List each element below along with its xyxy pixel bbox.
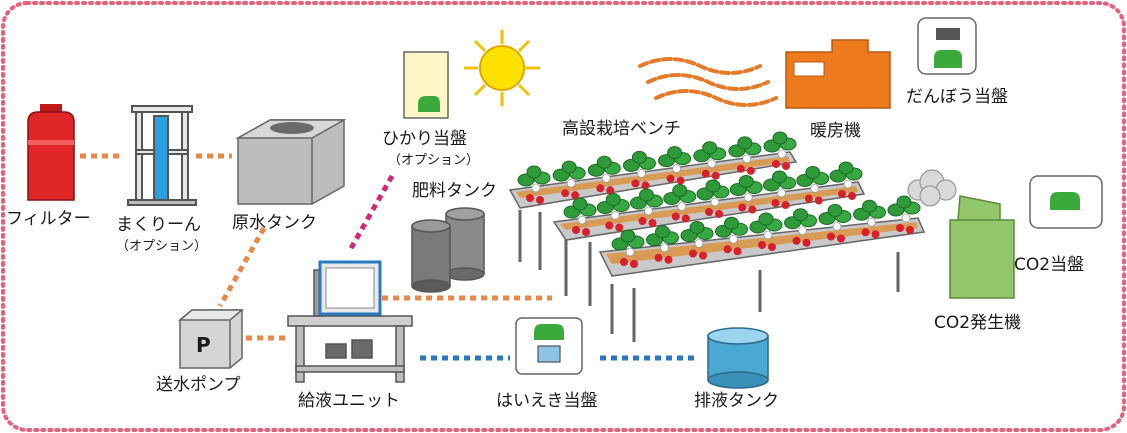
- raw-tank-icon: [235, 119, 347, 205]
- strawberry-plant: [853, 199, 886, 239]
- sun-icon: [464, 30, 540, 106]
- bench-rear: [508, 151, 798, 270]
- drain-panel-icon: [515, 317, 583, 375]
- heater-panel-icon: [917, 17, 977, 75]
- strawberry-plant: [517, 165, 551, 204]
- strawberry-plant: [715, 216, 748, 256]
- co2-generator-label: CO2発生機: [934, 313, 1021, 333]
- fertilizer-tank-label: 肥料タンク: [412, 181, 497, 201]
- makurin-label: まくりーん: [116, 215, 201, 235]
- fertilizer-tank-icon: [411, 207, 485, 293]
- link-light-supply: [347, 174, 395, 252]
- raised-beds: [508, 131, 926, 342]
- strawberry-plant: [763, 131, 797, 170]
- strawberry-plant: [646, 225, 679, 264]
- strawberry-plant: [693, 141, 727, 180]
- strawberry-plant: [829, 161, 863, 200]
- strawberry-plant: [728, 136, 762, 175]
- supply-unit-label: 給液ユニット: [298, 391, 400, 411]
- light-panel-label: ひかり当盤: [382, 129, 467, 149]
- filter-label: フィルター: [6, 209, 91, 229]
- drain-tank-icon: [707, 327, 769, 389]
- strawberry-plant: [729, 175, 763, 214]
- strawberry-plant: [630, 188, 663, 227]
- strawberry-plant: [818, 204, 852, 243]
- link-rawtank-pump: [217, 226, 267, 308]
- light-panel-icon: [403, 51, 449, 119]
- makurin-icon: [127, 105, 197, 206]
- light-panel-option-label: （オプション）: [388, 153, 479, 168]
- strawberry-plant: [587, 155, 621, 195]
- heater-icon: [785, 39, 891, 109]
- strawberry-plant: [796, 166, 830, 205]
- co2-panel-icon: [1029, 175, 1103, 229]
- strawberry-plant: [784, 208, 817, 247]
- cloud-icon: [907, 169, 957, 207]
- supply-unit-icon: [287, 260, 413, 383]
- heater-panel-label: だんぼう当盤: [906, 87, 1008, 107]
- heat-wave-icon: [638, 57, 778, 107]
- strawberry-plant: [563, 197, 597, 236]
- strawberry-plant: [749, 212, 783, 251]
- connection-lines: [80, 153, 698, 361]
- strawberry-plant: [611, 229, 645, 268]
- pump-label: 送水ポンプ: [156, 375, 241, 395]
- strawberry-plant: [680, 221, 714, 260]
- strawberry-plants: [517, 131, 921, 268]
- strawberry-plant: [596, 193, 630, 232]
- strawberry-plant: [552, 160, 586, 200]
- strawberry-plant: [696, 179, 730, 218]
- bench-label: 高設栽培ベンチ: [562, 119, 681, 139]
- co2-generator-icon: [949, 195, 1015, 299]
- heater-label: 暖房機: [810, 121, 861, 141]
- strawberry-plant: [658, 146, 692, 185]
- pump-symbol: P: [196, 333, 211, 357]
- co2-panel-label: CO2当盤: [1014, 255, 1084, 275]
- drain-panel-label: はいえき当盤: [496, 391, 598, 411]
- raw-tank-label: 原水タンク: [232, 213, 317, 233]
- strawberry-plant: [622, 150, 656, 190]
- strawberry-plant: [663, 184, 697, 223]
- drain-tank-label: 排液タンク: [694, 391, 779, 411]
- filter-icon: [27, 104, 75, 201]
- strawberry-plant: [887, 195, 921, 234]
- makurin-option-label: （オプション）: [116, 239, 207, 254]
- pump-icon: P: [177, 309, 245, 369]
- strawberry-plant: [763, 170, 796, 209]
